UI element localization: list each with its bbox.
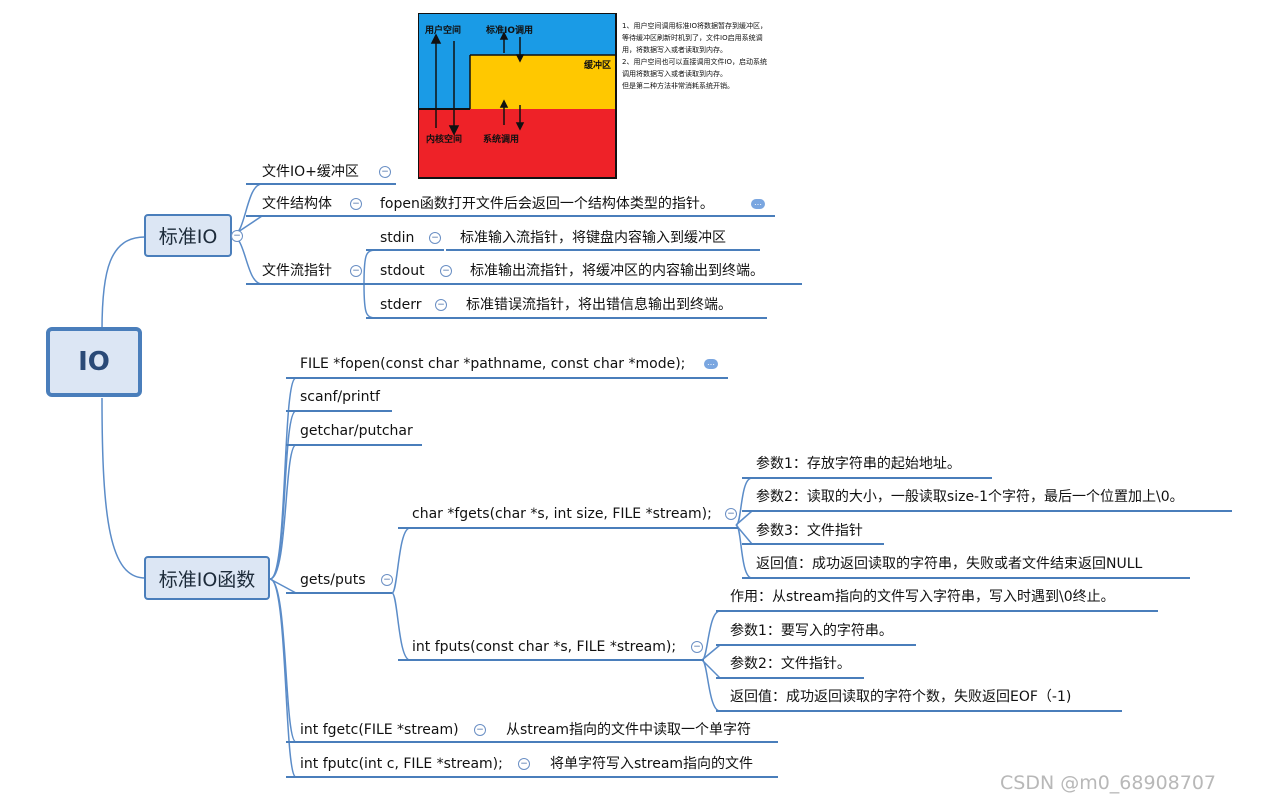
- collapse-icon[interactable]: −: [435, 299, 447, 311]
- watermark: CSDN @m0_68908707: [1000, 772, 1217, 794]
- node-stdin[interactable]: stdin: [380, 230, 415, 246]
- node-stdout[interactable]: stdout: [380, 263, 425, 279]
- node-file-struct-desc[interactable]: fopen函数打开文件后会返回一个结构体类型的指针。: [380, 196, 714, 212]
- node-fputc[interactable]: int fputc(int c, FILE *stream);: [300, 756, 503, 772]
- node-fgets-return[interactable]: 返回值：成功返回读取的字符串，失败或者文件结束返回NULL: [756, 556, 1143, 572]
- figure-note: 1、用户空间调用标准IO将数据暂存到缓冲区，等待缓冲区刷新时机到了，文件IO启用…: [622, 22, 768, 90]
- node-fputs-use[interactable]: 作用：从stream指向的文件写入字符串，写入时遇到\0终止。: [730, 589, 1115, 605]
- collapse-icon[interactable]: −: [474, 724, 486, 736]
- syscall-label: 系统调用: [483, 135, 520, 145]
- node-fgets-param1[interactable]: 参数1：存放字符串的起始地址。: [756, 456, 961, 472]
- collapse-icon[interactable]: −: [691, 641, 703, 653]
- node-gets-puts[interactable]: gets/puts: [300, 572, 366, 588]
- node-fputs-param2[interactable]: 参数2：文件指针。: [730, 656, 851, 672]
- node-fputs-return[interactable]: 返回值：成功返回读取的字符个数，失败返回EOF（-1): [730, 689, 1072, 705]
- branch-std-io[interactable]: 标准IO: [144, 214, 232, 257]
- comment-icon[interactable]: …: [751, 199, 765, 209]
- root-label: IO: [78, 347, 110, 377]
- node-getchar-putchar[interactable]: getchar/putchar: [300, 423, 413, 439]
- std-io-call-label: 标准IO调用: [486, 26, 533, 36]
- node-file-io-buffer[interactable]: 文件IO+缓冲区: [262, 164, 359, 180]
- branch-std-io-funcs-label: 标准IO函数: [158, 568, 256, 591]
- buffer-block: [470, 55, 616, 109]
- node-fgets-param2[interactable]: 参数2：读取的大小，一般读取size-1个字符，最后一个位置加上\0。: [756, 489, 1184, 505]
- kernel-space-label: 内核空间: [426, 135, 463, 145]
- io-layer-diagram: [418, 13, 617, 179]
- user-space-label: 用户空间: [425, 26, 462, 36]
- collapse-icon[interactable]: −: [518, 758, 530, 770]
- node-scanf-printf[interactable]: scanf/printf: [300, 389, 380, 405]
- collapse-icon[interactable]: −: [440, 265, 452, 277]
- node-stderr-desc[interactable]: 标准错误流指针，将出错信息输出到终端。: [466, 297, 732, 313]
- root-node[interactable]: IO: [46, 327, 142, 397]
- branch-std-io-funcs[interactable]: 标准IO函数: [144, 556, 270, 600]
- node-fopen[interactable]: FILE *fopen(const char *pathname, const …: [300, 356, 686, 372]
- node-fgets[interactable]: char *fgets(char *s, int size, FILE *str…: [412, 506, 712, 522]
- node-stdin-desc[interactable]: 标准输入流指针，将键盘内容输入到缓冲区: [460, 230, 726, 246]
- node-file-stream-ptr[interactable]: 文件流指针: [262, 263, 332, 279]
- node-file-struct[interactable]: 文件结构体: [262, 196, 332, 212]
- node-fputc-desc[interactable]: 将单字符写入stream指向的文件: [550, 756, 754, 772]
- comment-icon[interactable]: …: [704, 359, 718, 369]
- node-stdout-desc[interactable]: 标准输出流指针，将缓冲区的内容输出到终端。: [470, 263, 764, 279]
- node-fputs[interactable]: int fputs(const char *s, FILE *stream);: [412, 639, 677, 655]
- collapse-icon[interactable]: −: [381, 574, 393, 586]
- collapse-icon[interactable]: −: [350, 265, 362, 277]
- collapse-icon[interactable]: −: [725, 508, 737, 520]
- node-fgetc-desc[interactable]: 从stream指向的文件中读取一个单字符: [506, 722, 752, 738]
- collapse-icon[interactable]: −: [350, 198, 362, 210]
- node-fgetc[interactable]: int fgetc(FILE *stream): [300, 722, 459, 738]
- node-stderr[interactable]: stderr: [380, 297, 422, 313]
- collapse-icon[interactable]: −: [379, 166, 391, 178]
- branch-std-io-label: 标准IO: [158, 226, 218, 248]
- collapse-icon[interactable]: −: [429, 232, 441, 244]
- kernel-space-block: [418, 109, 616, 178]
- buffer-label: 缓冲区: [584, 61, 612, 71]
- node-fgets-param3[interactable]: 参数3：文件指针: [756, 523, 863, 539]
- collapse-icon[interactable]: −: [231, 230, 243, 242]
- node-fputs-param1[interactable]: 参数1：要写入的字符串。: [730, 623, 893, 639]
